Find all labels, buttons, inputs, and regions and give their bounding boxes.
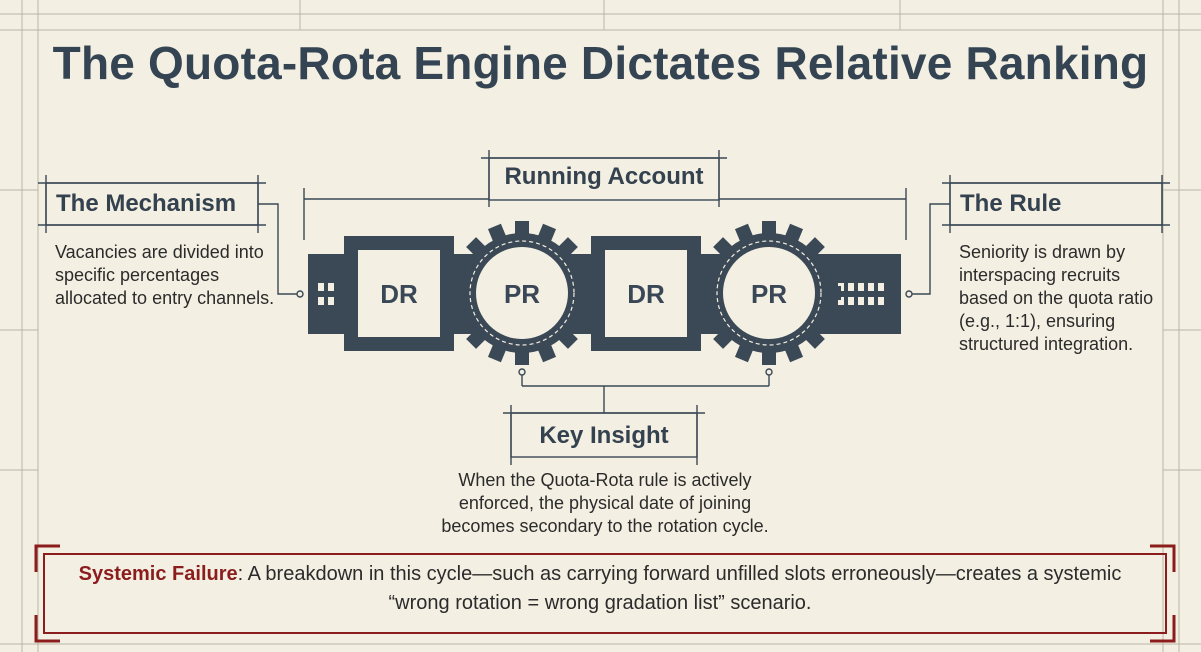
- rule-text: Seniority is drawn by interspacing recru…: [959, 242, 1154, 354]
- rule-heading: The Rule: [960, 190, 1062, 217]
- page-title: The Quota-Rota Engine Dictates Relative …: [52, 37, 1149, 89]
- mechanism-text: Vacancies are divided into specific perc…: [55, 242, 275, 308]
- systemic-failure-text: Systemic Failure: A breakdown in this cy…: [50, 560, 1150, 618]
- engine-slot-pr-1: PR: [503, 279, 541, 309]
- engine-slot-dr-1: DR: [380, 279, 418, 309]
- quota-rota-engine: [308, 221, 901, 365]
- rule-box: [905, 175, 1170, 298]
- systemic-failure-body: : A breakdown in this cycle—such as carr…: [237, 563, 1122, 614]
- engine-slot-dr-2: DR: [627, 279, 665, 309]
- running-account-label: Running Account: [504, 163, 704, 190]
- engine-slot-pr-2: PR: [750, 279, 788, 309]
- systemic-failure-box: [34, 544, 1176, 643]
- systemic-failure-lead: Systemic Failure: [78, 563, 238, 585]
- key-insight-connector: [503, 368, 773, 465]
- running-account-bracket: [303, 150, 907, 240]
- mechanism-box: [38, 175, 304, 298]
- key-insight-text: When the Quota-Rota rule is actively enf…: [441, 470, 769, 536]
- key-insight-heading: Key Insight: [539, 422, 669, 449]
- mechanism-heading: The Mechanism: [56, 190, 237, 217]
